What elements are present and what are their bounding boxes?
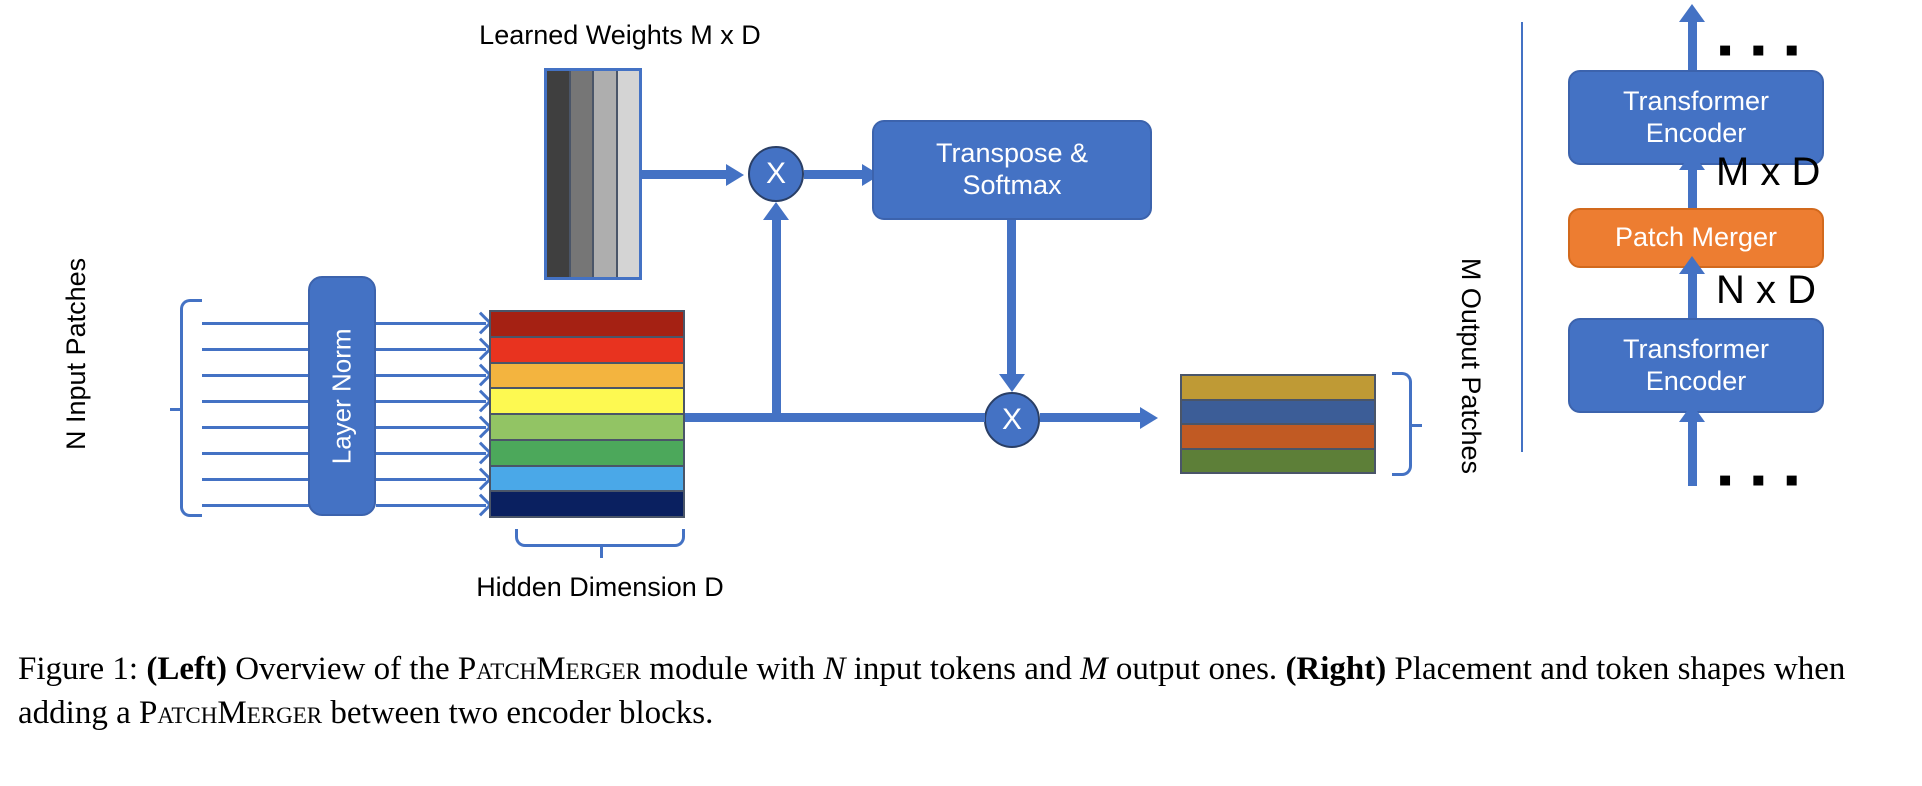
transformer-encoder-bottom-box[interactable]: Transformer Encoder	[1568, 318, 1824, 413]
caption-left-a: Overview of the	[235, 651, 450, 687]
output-row-2	[1182, 423, 1374, 448]
output-patches-brace	[1392, 372, 1422, 476]
hidden-to-multiply-bus	[685, 413, 985, 422]
bottom-input-line	[1688, 420, 1697, 486]
hidden-row-6	[491, 464, 683, 491]
hidden-states-matrix	[489, 310, 685, 518]
bus-to-multiply1-line	[772, 220, 781, 418]
weight-column-3	[615, 71, 639, 277]
bus-to-multiply1-arrowhead	[763, 202, 789, 220]
caption-right-smallcaps: PatchMerger	[138, 694, 323, 731]
hidden-dimension-brace	[515, 529, 685, 558]
caption-right-a: Placement and token shapes when adding a	[18, 651, 1846, 731]
m-x-d-arrowhead	[1679, 152, 1705, 170]
hidden-dimension-label: Hidden Dimension D	[476, 572, 724, 602]
weights-to-multiply-arrowhead	[726, 164, 744, 186]
patch-merger-label: Patch Merger	[1614, 222, 1778, 253]
learned-weights-matrix	[544, 68, 642, 280]
norm-out-line	[376, 400, 486, 403]
input-patches-brace	[170, 299, 202, 517]
multiply-node-1-label: X	[765, 157, 786, 190]
input-line	[202, 374, 321, 377]
hidden-row-1	[491, 335, 683, 362]
norm-out-line	[376, 504, 486, 507]
bottom-input-arrowhead	[1679, 404, 1705, 422]
transformer-encoder-bottom-label: Transformer Encoder	[1622, 333, 1770, 396]
hidden-row-2	[491, 361, 683, 388]
n-x-d-line	[1688, 272, 1697, 322]
multiply-node-2[interactable]: X	[984, 392, 1040, 448]
output-patches-label: M Output Patches	[1455, 257, 1486, 474]
n-x-d-arrowhead	[1679, 256, 1705, 274]
output-row-3	[1182, 447, 1374, 472]
norm-out-line	[376, 322, 486, 325]
input-patches-label: N Input Patches	[61, 257, 92, 450]
output-row-1	[1182, 398, 1374, 423]
hidden-row-5	[491, 438, 683, 465]
multiply-node-2-label: X	[1001, 403, 1022, 436]
input-line	[202, 348, 321, 351]
transpose-softmax-box[interactable]: Transpose & Softmax	[872, 120, 1152, 220]
caption-left-b: module with	[649, 651, 816, 687]
caption-prefix: Figure 1:	[18, 651, 139, 687]
output-patches-matrix	[1180, 374, 1376, 474]
hidden-row-7	[491, 490, 683, 516]
caption-var-m: M	[1080, 651, 1108, 687]
weight-column-1	[568, 71, 592, 277]
caption-left-smallcaps: PatchMerger	[457, 651, 642, 687]
norm-out-line	[376, 348, 486, 351]
norm-out-line	[376, 426, 486, 429]
norm-out-line	[376, 478, 486, 481]
norm-out-line	[376, 374, 486, 377]
input-line	[202, 504, 321, 507]
output-row-0	[1182, 376, 1374, 399]
input-line	[202, 452, 321, 455]
learned-weights-title: Learned Weights M x D	[479, 20, 761, 50]
multiply-node-1[interactable]: X	[748, 146, 804, 202]
transformer-encoder-top-label: Transformer Encoder	[1622, 85, 1770, 148]
weight-column-0	[547, 71, 569, 277]
layer-norm-label: Layer Norm	[326, 328, 357, 464]
caption-left-c: input tokens and	[853, 651, 1072, 687]
input-line	[202, 478, 321, 481]
multiply-to-output-line	[1040, 413, 1145, 422]
multiply-to-output-arrowhead	[1140, 407, 1158, 429]
caption-var-n: N	[823, 651, 846, 687]
caption-left-d: output ones.	[1115, 651, 1278, 687]
weight-column-2	[592, 71, 616, 277]
m-x-d-line	[1688, 168, 1697, 212]
top-output-line	[1688, 20, 1697, 82]
caption-right-tag: (Right)	[1285, 651, 1387, 687]
transpose-softmax-label: Transpose & Softmax	[935, 138, 1089, 200]
hidden-row-4	[491, 413, 683, 439]
input-line	[202, 426, 321, 429]
transpose-to-multiply-line	[1007, 220, 1016, 380]
transformer-encoder-top-box[interactable]: Transformer Encoder	[1568, 70, 1824, 165]
caption-right-b: between two encoder blocks.	[330, 694, 714, 731]
norm-out-line	[376, 452, 486, 455]
input-line	[202, 322, 321, 325]
hidden-row-0	[491, 312, 683, 336]
transpose-to-multiply-arrowhead	[999, 374, 1025, 392]
figure-caption: Figure 1: (Left) Overview of the PatchMe…	[18, 648, 1908, 736]
n-x-d-label: N x D	[1716, 268, 1816, 312]
input-line	[202, 400, 321, 403]
m-x-d-label: M x D	[1716, 150, 1821, 194]
hidden-row-3	[491, 387, 683, 413]
top-output-arrowhead	[1679, 4, 1705, 22]
multiply-to-transpose-line	[804, 170, 870, 179]
top-ellipsis: ▪ ▪ ▪	[1718, 28, 1803, 72]
bottom-ellipsis: ▪ ▪ ▪	[1718, 458, 1803, 502]
panel-divider	[1521, 22, 1523, 452]
caption-left-tag: (Left)	[146, 651, 227, 687]
weights-to-multiply-line	[642, 170, 730, 179]
layer-norm-box[interactable]: Layer Norm	[308, 276, 376, 516]
